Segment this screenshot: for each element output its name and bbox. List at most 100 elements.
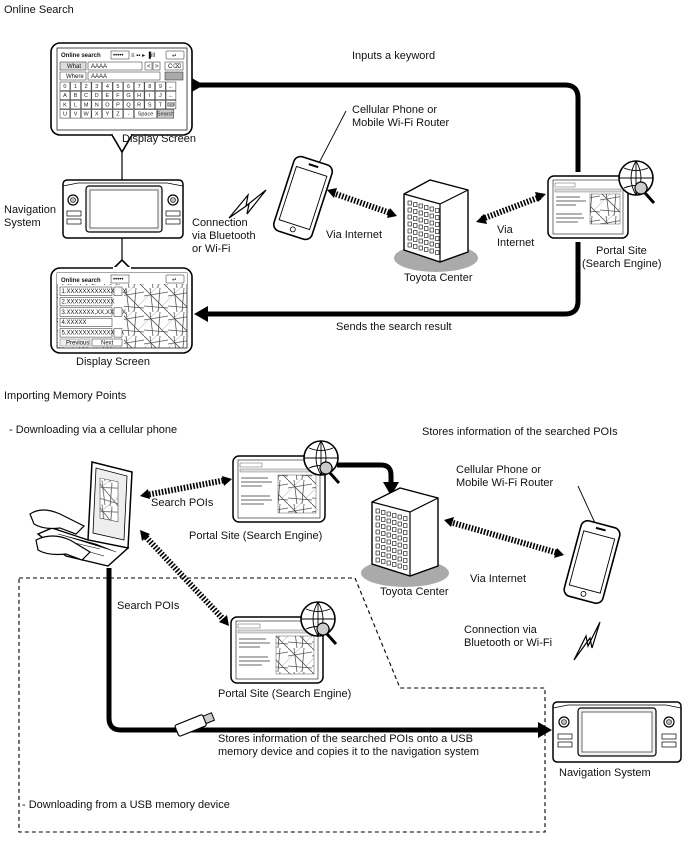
- keyboard-key[interactable]: [123, 81, 134, 91]
- keyboard-key[interactable]: [80, 100, 92, 110]
- next-arrow-icon[interactable]: >: [155, 64, 159, 70]
- building-window: [381, 524, 386, 529]
- search-link-bottom: [140, 530, 229, 626]
- keyboard-key[interactable]: [59, 90, 71, 100]
- result-row[interactable]: [59, 317, 113, 327]
- result-list: 1.XXXXXXXXXXXXXXX2.XXXXXXXXXXXX3.XXXXXXX…: [59, 286, 127, 338]
- keyboard-key-label: 3: [95, 84, 98, 90]
- keyboard-key[interactable]: [112, 81, 124, 91]
- keyboard-key[interactable]: [123, 90, 134, 100]
- building-window: [435, 229, 440, 234]
- keyboard-key[interactable]: [91, 100, 102, 110]
- keyboard-key[interactable]: [112, 109, 124, 119]
- keyboard-key[interactable]: [59, 81, 71, 91]
- inputs-keyword-label: Inputs a keyword: [352, 50, 436, 62]
- keyboard-key[interactable]: [59, 109, 71, 119]
- building-window: [418, 231, 423, 237]
- keyboard-key[interactable]: [91, 90, 102, 100]
- building-window: [381, 552, 386, 557]
- building-window: [386, 518, 391, 524]
- display-screen-bottom-label: Display Screen: [76, 356, 150, 368]
- keyboard-key[interactable]: [102, 90, 113, 100]
- screen-top-back-icon[interactable]: ↵: [172, 54, 177, 60]
- keyboard-key[interactable]: [123, 100, 134, 110]
- keyboard-key[interactable]: [155, 81, 166, 91]
- where-input[interactable]: AAAA: [91, 74, 107, 80]
- building-window: [435, 208, 440, 213]
- phone-label-line2: Mobile Wi-Fi Router: [352, 117, 450, 129]
- keyboard-key[interactable]: [157, 109, 175, 119]
- keyboard-key[interactable]: [80, 109, 92, 119]
- keyboard-key[interactable]: [91, 81, 102, 91]
- keyboard-key[interactable]: [102, 81, 113, 91]
- keyboard-key[interactable]: [155, 90, 166, 100]
- portal-site-tablet-import-bottom: [230, 616, 324, 684]
- result-row[interactable]: [59, 307, 113, 317]
- keyboard-key[interactable]: [70, 81, 81, 91]
- next-button[interactable]: Next: [101, 341, 114, 347]
- what-input[interactable]: AAAA: [91, 64, 107, 70]
- keyboard-key[interactable]: [165, 90, 177, 100]
- display-screen-top: Online search ••••• ≡ ▪▪ ▸ ▐ill ↵ What A…: [50, 42, 193, 154]
- building-window: [429, 206, 434, 212]
- keyboard-key[interactable]: [102, 109, 113, 119]
- keyboard-key[interactable]: [112, 100, 124, 110]
- result-detail-icon[interactable]: [113, 328, 123, 338]
- keyboard-key-label: 5: [116, 84, 119, 90]
- keyboard-key[interactable]: [144, 81, 155, 91]
- toyota-center-label-top: Toyota Center: [404, 272, 473, 284]
- keyboard-key[interactable]: [91, 109, 102, 119]
- keyboard-key[interactable]: [59, 100, 71, 110]
- building-window: [386, 511, 391, 517]
- result-detail-icon[interactable]: [113, 286, 123, 296]
- keyboard-key[interactable]: [80, 90, 92, 100]
- keyboard-key[interactable]: [70, 90, 81, 100]
- keyboard-key[interactable]: [70, 100, 81, 110]
- result-row[interactable]: [59, 297, 113, 307]
- keyboard-key-label: R: [137, 102, 141, 108]
- keyboard-key[interactable]: [144, 100, 155, 110]
- result-row[interactable]: [59, 328, 113, 338]
- globe-search-icon-top: [618, 160, 656, 205]
- result-detail-icon[interactable]: [113, 307, 123, 317]
- delete-key[interactable]: C⌫: [168, 63, 181, 70]
- building-window: [381, 559, 386, 564]
- keyboard-key[interactable]: [133, 109, 158, 119]
- keyboard-key[interactable]: [133, 81, 145, 91]
- keyboard-key-label: 9: [159, 84, 162, 90]
- keyboard-key[interactable]: [165, 81, 177, 91]
- keyboard-key[interactable]: [70, 109, 81, 119]
- keyboard-key[interactable]: [133, 100, 145, 110]
- keyboard-key-label: J: [159, 93, 162, 99]
- keyboard-key[interactable]: [112, 90, 124, 100]
- globe-search-icon-import-top: [303, 440, 341, 485]
- previous-button[interactable]: Previous: [66, 341, 89, 347]
- screen-bottom-back-icon[interactable]: ↵: [172, 278, 177, 284]
- building-window: [424, 247, 429, 252]
- building-window: [413, 202, 418, 207]
- laptop-user: [29, 461, 133, 567]
- keyboard-key[interactable]: [123, 109, 134, 119]
- via-internet-right-label-line2: Internet: [497, 237, 535, 249]
- via-internet-left-label: Via Internet: [326, 229, 383, 241]
- result-row[interactable]: [59, 286, 113, 296]
- result-flow-arrowhead: [194, 306, 208, 322]
- prev-arrow-icon[interactable]: <: [147, 64, 151, 70]
- building-window: [381, 517, 386, 522]
- keyboard-key-label: Search: [157, 112, 174, 118]
- keyboard-key[interactable]: [165, 100, 177, 110]
- keyboard-key-label: Q: [126, 102, 131, 108]
- building-window: [429, 248, 434, 254]
- keyboard-key[interactable]: [144, 90, 155, 100]
- keyboard-key-label: O: [105, 102, 110, 108]
- keyboard-key[interactable]: [133, 90, 145, 100]
- portal-site-label-line2: (Search Engine): [582, 258, 662, 270]
- keyboard-key[interactable]: [102, 100, 113, 110]
- keyboard-key[interactable]: [80, 81, 92, 91]
- building-window: [413, 216, 418, 221]
- result-row-label: 5.XXXXXXXXXXXXX.X: [62, 331, 125, 337]
- building-window: [435, 215, 440, 220]
- stores-info-label: Stores information of the searched POIs: [422, 426, 618, 438]
- keyboard-key[interactable]: [155, 100, 166, 110]
- keyboard-key-label: M: [84, 102, 89, 108]
